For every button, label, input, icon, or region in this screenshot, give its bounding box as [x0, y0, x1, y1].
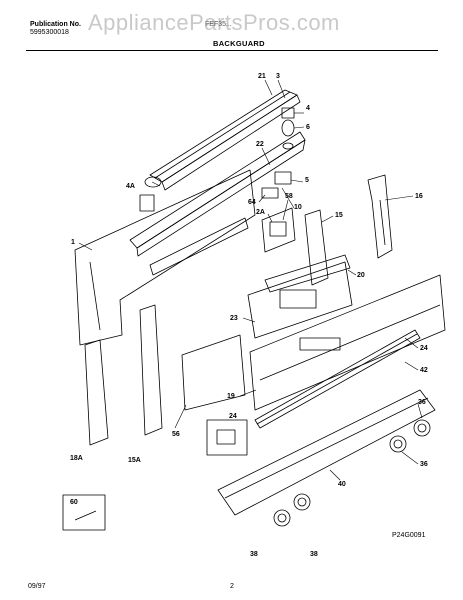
callout-24: 24: [420, 345, 428, 352]
switch-part: [261, 171, 292, 199]
clip-part: [281, 107, 295, 150]
callout-3: 3: [276, 73, 280, 80]
callout-16: 16: [415, 193, 423, 200]
side-bracket-15a-part: [139, 304, 163, 436]
callout-18a: 18A: [70, 455, 83, 462]
callout-24-detail: 24: [229, 413, 237, 420]
manifold-panel-part: [217, 389, 436, 516]
upper-bracket-part: [129, 131, 306, 257]
callout-36-top: 36: [418, 399, 426, 406]
top-trim-part: [149, 89, 301, 191]
header-divider: [26, 50, 438, 51]
callout-15a: 15A: [128, 457, 141, 464]
watermark: AppliancePartsPros.com: [88, 10, 340, 35]
callout-15: 15: [335, 212, 343, 219]
callout-23: 23: [230, 315, 238, 322]
publication-number: 5995300018: [30, 29, 69, 36]
callout-10: 10: [294, 204, 302, 211]
callout-64: 64: [248, 199, 256, 206]
heat-shield-part: [181, 334, 246, 411]
callout-56: 56: [172, 431, 180, 438]
side-bracket-18a-part: [84, 339, 109, 446]
callout-22: 22: [256, 141, 264, 148]
page-number: 2: [230, 583, 234, 590]
callout-20: 20: [357, 272, 365, 279]
control-panel-part: [249, 274, 446, 411]
figure-code: P24G0091: [392, 532, 426, 539]
callout-58: 58: [285, 193, 293, 200]
callout-36-right: 36: [420, 461, 428, 468]
callout-6: 6: [306, 124, 310, 131]
side-bracket-center-part: [304, 209, 329, 286]
publication-label: Publication No.: [30, 21, 81, 28]
callout-38-left: 38: [250, 551, 258, 558]
callout-60: 60: [70, 499, 78, 506]
callout-5: 5: [305, 177, 309, 184]
knob-part: [273, 419, 431, 527]
callout-2a: 2A: [256, 209, 265, 216]
clock-bracket-part: [261, 207, 296, 253]
callout-19: 19: [227, 393, 235, 400]
footer-date: 09/97: [28, 583, 46, 590]
detail-box-60: [62, 494, 106, 531]
detail-box-24: [206, 419, 248, 456]
trim-strip-part: [254, 329, 421, 429]
page-title: BACKGUARD: [213, 39, 265, 48]
callout-1: 1: [71, 239, 75, 246]
callout-4a: 4A: [126, 183, 135, 190]
callout-labels: 21 3 4 6 22 5 4A 64 10 2A 58 16 15 1 20 …: [70, 73, 428, 558]
callout-38-right: 38: [310, 551, 318, 558]
control-board-part: [247, 254, 353, 339]
callout-42: 42: [420, 367, 428, 374]
callout-4: 4: [306, 105, 310, 112]
model-number: FEF35...: [205, 21, 232, 28]
leader-lines: [78, 79, 423, 481]
end-cap-part: [139, 176, 162, 212]
callout-40: 40: [338, 481, 346, 488]
callout-21: 21: [258, 73, 266, 80]
rear-panel-part: [74, 169, 256, 346]
side-bracket-right-part: [367, 174, 393, 259]
